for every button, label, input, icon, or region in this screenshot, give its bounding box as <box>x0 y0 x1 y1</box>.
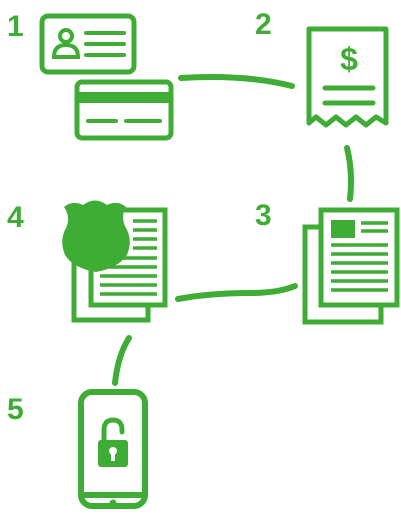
police-badge-report-icon <box>62 200 168 323</box>
id-card-icon <box>39 13 137 75</box>
invoice-receipt-icon: $ <box>306 26 389 128</box>
unlocked-padlock-icon <box>98 417 128 467</box>
police-shield-icon <box>62 200 130 272</box>
step-number-4: 4 <box>7 201 24 234</box>
connector-4-to-5 <box>112 335 132 386</box>
dollar-sign-icon: $ <box>340 41 358 77</box>
connector-1-to-2 <box>178 74 295 89</box>
step-number-1: 1 <box>7 10 24 43</box>
step-number-5: 5 <box>7 393 24 426</box>
step-number-2: 2 <box>255 8 272 41</box>
id-and-credit-card-icon <box>39 13 174 141</box>
step-number-3: 3 <box>255 199 272 232</box>
connector-2-to-3 <box>344 145 354 202</box>
documents-icon <box>302 207 400 325</box>
connector-3-to-4 <box>175 283 298 302</box>
credit-card-icon <box>74 79 174 141</box>
phone-unlock-icon <box>78 389 148 509</box>
